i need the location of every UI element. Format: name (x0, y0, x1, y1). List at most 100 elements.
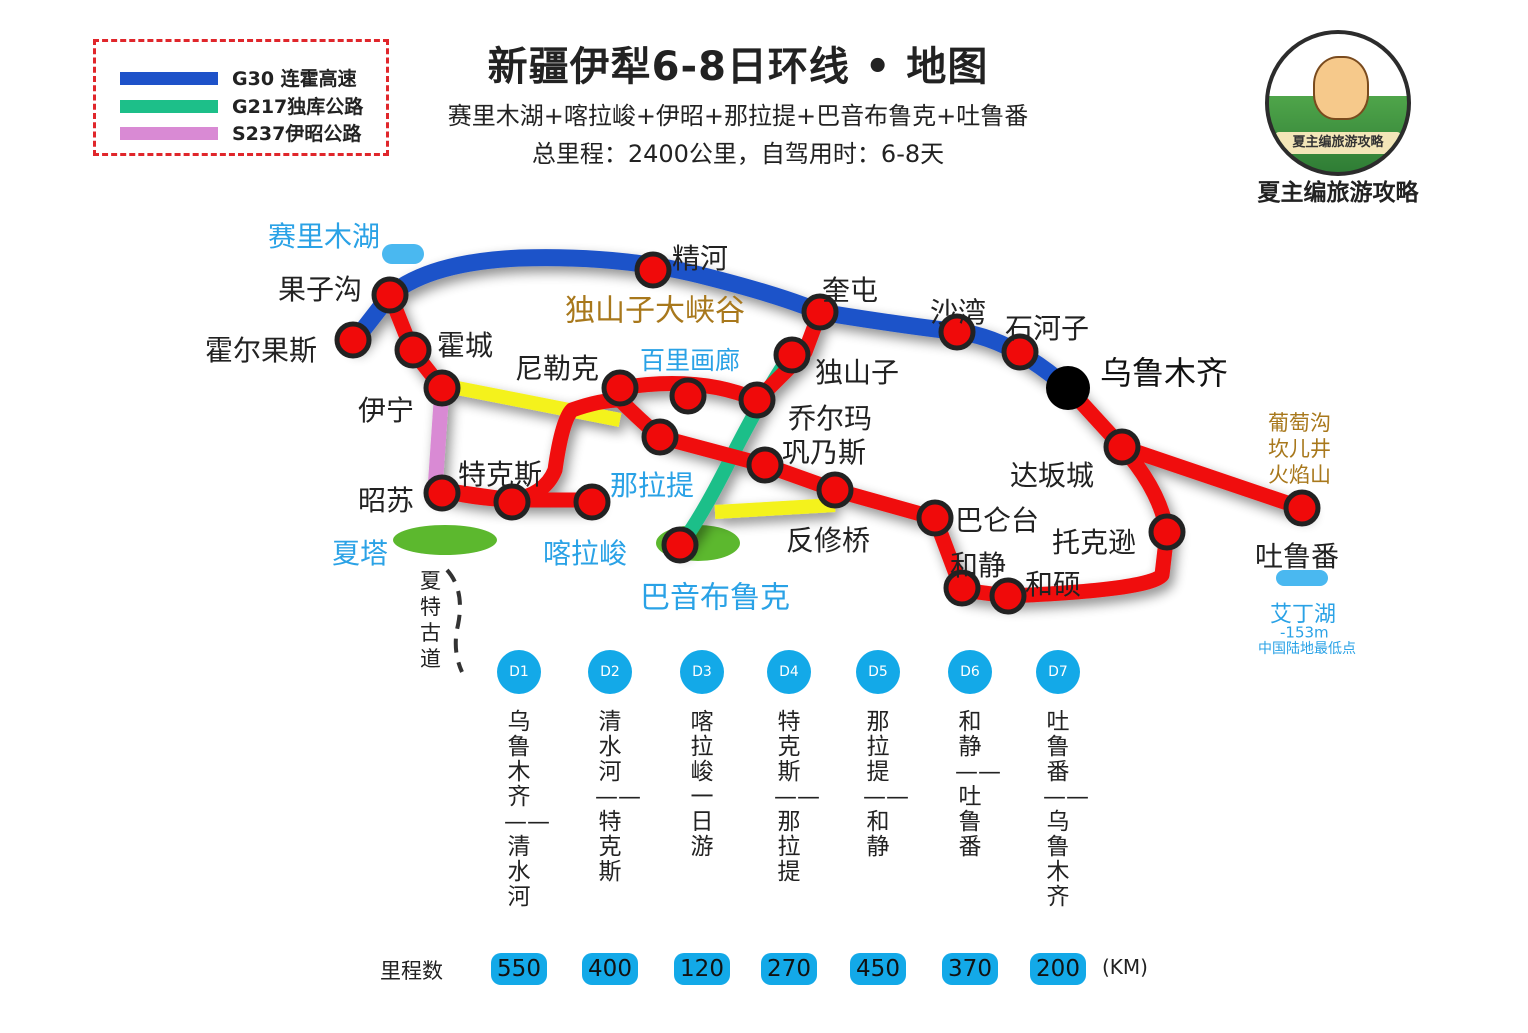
map-label-xiata-road-char: 道 (420, 647, 441, 671)
map-legend: G30 连霍高速 G217独库公路 S237伊昭公路 (93, 39, 389, 156)
city-node-huoerguosi (334, 321, 372, 359)
map-label-sailimu: 赛里木湖 (268, 220, 380, 253)
map-label-turpan-sight: 火焰山 (1268, 463, 1331, 487)
sailimu-lake (382, 244, 424, 264)
city-node-kuitun (801, 293, 839, 331)
logo-ribbon-text: 夏主编旅游攻略 (1275, 132, 1401, 154)
legend-label-g30: G30 连霍高速 (232, 68, 357, 90)
city-node-zhaosu (423, 474, 461, 512)
map-label-xiata-road-char: 特 (420, 595, 441, 619)
trip-summary: 总里程：2400公里，自驾用时：6-8天 (531, 140, 945, 168)
day-badge-1: D1 (497, 650, 541, 694)
city-node-yining (423, 369, 461, 407)
day-mileage-2: 400 (582, 953, 638, 985)
map-label-aiding_note: 中国陆地最低点 (1258, 641, 1356, 657)
legend-swatch-g30 (120, 72, 218, 85)
map-label-aiding_alt: -153m (1280, 623, 1329, 641)
day-badge-5: D5 (856, 650, 900, 694)
day-route-1: 乌鲁木齐——清水河 (504, 709, 550, 910)
city-node-baluntai (916, 499, 954, 537)
map-label-bailihualang: 百里画廊 (640, 346, 740, 375)
city-node-urumqi (1046, 366, 1090, 410)
day-route-5: 那拉提——和静 (863, 709, 909, 860)
legend-label-s237: S237伊昭公路 (232, 123, 362, 145)
city-node-tuokexun (1148, 513, 1186, 551)
day-badge-4: D4 (767, 650, 811, 694)
map-label-xiata-road-char: 夏 (420, 569, 441, 593)
map-label-tuokexun: 托克逊 (1052, 526, 1136, 559)
day-badge-3: D3 (680, 650, 724, 694)
city-node-gongnaisi (746, 446, 784, 484)
bayinbuluke-gongnaisi-connector (714, 498, 836, 519)
day-mileage-1: 550 (491, 953, 547, 985)
city-node-tekesi (493, 483, 531, 521)
city-node-huocheng (394, 331, 432, 369)
xiata-grassland (393, 525, 497, 555)
map-label-zhaosu: 昭苏 (358, 484, 414, 517)
city-node-jinghe (634, 251, 672, 289)
day-mileage-4: 270 (761, 953, 817, 985)
city-node-shawan (938, 313, 976, 351)
map-label-xiata: 夏塔 (332, 537, 388, 570)
day-route-2: 清水河——特克斯 (595, 709, 641, 885)
city-node-dabancheng (1103, 428, 1141, 466)
map-label-turpan-sight: 葡萄沟 (1268, 411, 1331, 435)
day-mileage-6: 370 (942, 953, 998, 985)
map-label-nileke: 尼勒克 (515, 352, 599, 385)
day-route-4: 特克斯——那拉提 (774, 709, 820, 885)
day-route-7: 吐鲁番——乌鲁木齐 (1043, 709, 1089, 910)
city-node-shihezi (1001, 333, 1039, 371)
city-node-nileke (601, 369, 639, 407)
xiata-old-road-line (445, 568, 464, 673)
city-node-qiaoerma (738, 381, 776, 419)
brand-logo: 夏主编旅游攻略 (1265, 30, 1411, 176)
city-node-guozigou (371, 276, 409, 314)
day-route-6: 和静——吐鲁番 (955, 709, 1001, 860)
mileage-unit: (KM) (1102, 955, 1148, 979)
city-node-kalajun (573, 483, 611, 521)
map-label-qiaoerma: 乔尔玛 (788, 402, 872, 435)
legend-label-g217: G217独库公路 (232, 96, 364, 118)
map-label-aiding: 艾丁湖 (1270, 603, 1336, 628)
city-node-bailihualang (669, 377, 707, 415)
city-node-nalati (641, 418, 679, 456)
city-node-hejing (943, 569, 981, 607)
day-mileage-7: 200 (1030, 953, 1086, 985)
map-label-huoerguosi: 霍尔果斯 (205, 334, 317, 367)
map-label-yining: 伊宁 (358, 394, 414, 427)
map-label-kuitun: 奎屯 (822, 274, 878, 307)
map-label-tekesi: 特克斯 (458, 458, 542, 491)
map-label-nalati: 那拉提 (610, 469, 694, 502)
day-badge-7: D7 (1036, 650, 1080, 694)
map-label-gongnaisi: 巩乃斯 (782, 436, 866, 469)
map-label-fanxiuqiao: 反修桥 (786, 524, 870, 557)
day-route-3: 喀拉峻一日游 (690, 709, 714, 860)
day-badge-2: D2 (588, 650, 632, 694)
map-label-xiata-road-char: 古 (420, 621, 441, 645)
brand-caption: 夏主编旅游攻略 (1257, 180, 1419, 206)
map-label-dushanzi: 独山子 (815, 356, 899, 389)
legend-swatch-g217 (120, 100, 218, 113)
city-node-fanxiuqiao (816, 471, 854, 509)
map-label-shawan: 沙湾 (930, 296, 986, 329)
map-label-guozigou: 果子沟 (278, 273, 362, 306)
city-node-dushanzi (773, 336, 811, 374)
map-label-urumqi: 乌鲁木齐 (1100, 354, 1228, 392)
map-label-dabancheng: 达坂城 (1010, 459, 1094, 492)
map-label-kalajun: 喀拉峻 (543, 537, 627, 570)
day-mileage-3: 120 (674, 953, 730, 985)
map-label-baluntai: 巴仑台 (955, 504, 1039, 537)
map-label-bayinbuluke: 巴音布鲁克 (640, 581, 790, 616)
aiding-lake (1276, 570, 1328, 586)
city-node-heshuo (989, 577, 1027, 615)
yili-nileke-connector (440, 378, 622, 427)
mileage-label: 里程数 (380, 959, 443, 983)
map-label-dushanzi_canyon: 独山子大峡谷 (565, 294, 745, 329)
day-badge-6: D6 (948, 650, 992, 694)
day-mileage-5: 450 (850, 953, 906, 985)
city-node-tulufan (1283, 489, 1321, 527)
city-node-bayinbuluke (661, 526, 699, 564)
map-label-tulufan: 吐鲁番 (1255, 540, 1339, 573)
map-label-heshuo: 和硕 (1025, 568, 1081, 601)
